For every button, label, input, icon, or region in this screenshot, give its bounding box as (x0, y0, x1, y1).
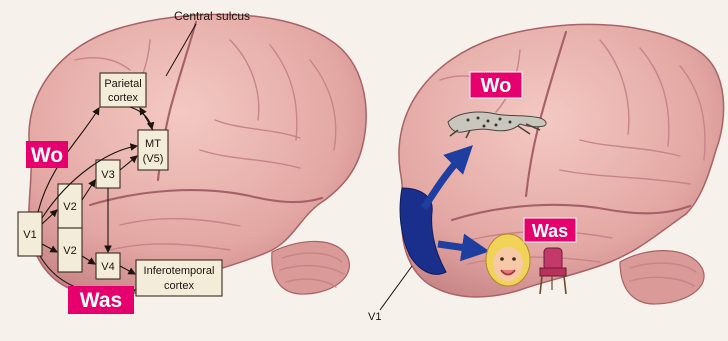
right-tag-what-text: Was (532, 221, 568, 241)
box-parietal-cortex: Parietal cortex (100, 73, 146, 107)
box-inferotemporal-cortex: Inferotemporal cortex (136, 260, 222, 296)
right-tag-where: Wo (470, 72, 522, 98)
mt-line1: MT (145, 138, 161, 150)
box-v4: V4 (96, 253, 120, 279)
mt-line2: (V5) (143, 153, 164, 165)
v2-top-text: V2 (63, 201, 76, 213)
parietal-line1: Parietal (104, 78, 141, 90)
right-v1-label: V1 (368, 311, 381, 323)
parietal-line2: cortex (108, 92, 138, 104)
right-tag-where-text: Wo (481, 75, 512, 97)
box-v2-top: V2 (58, 184, 82, 228)
v4-text: V4 (101, 261, 114, 273)
it-line1: Inferotemporal (144, 265, 215, 277)
v2-bottom-text: V2 (63, 245, 76, 257)
left-tag-where-text: Wo (31, 144, 63, 167)
v1-text: V1 (23, 229, 36, 241)
box-v3: V3 (96, 160, 120, 188)
central-sulcus-label: Central sulcus (174, 9, 250, 23)
box-v2-bottom: V2 (58, 228, 82, 272)
box-mt-v5: MT (V5) (138, 130, 168, 170)
right-tag-what: Was (524, 218, 576, 242)
v3-text: V3 (101, 169, 114, 181)
left-tag-what-text: Was (80, 289, 122, 312)
it-line2: cortex (164, 280, 194, 292)
box-v1: V1 (18, 212, 42, 256)
child-face-image (486, 234, 530, 286)
left-tag-where: Wo (26, 141, 68, 168)
left-tag-what: Was (68, 286, 134, 314)
